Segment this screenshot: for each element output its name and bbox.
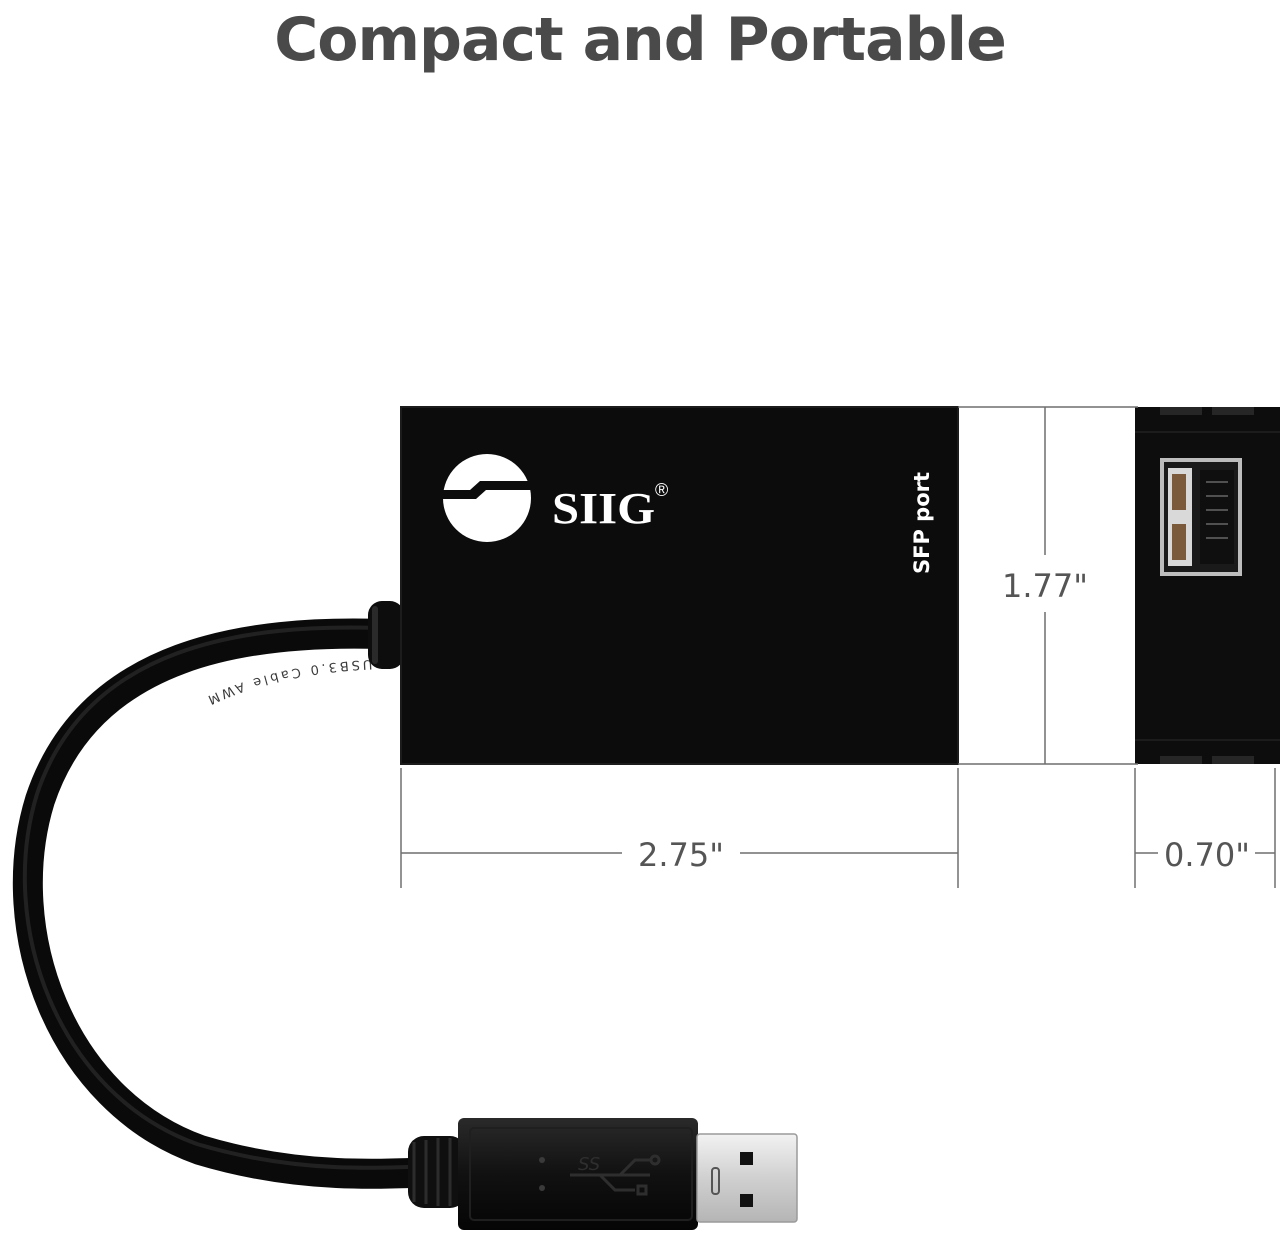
registered-mark: ® <box>655 480 668 500</box>
dimension-depth: 0.70" <box>1164 836 1250 874</box>
sfp-port-label: SFP port <box>910 472 934 574</box>
dimension-height: 1.77" <box>1002 567 1088 605</box>
adapter-side-view <box>1135 407 1280 764</box>
superspeed-usb-icon: SS <box>570 1154 661 1196</box>
strain-relief-plug <box>408 1136 466 1208</box>
cable-print: USB3.0 Cable AWM <box>203 656 370 708</box>
usb-plug: SS <box>458 1118 798 1230</box>
headline: Compact and Portable <box>274 5 1007 75</box>
svg-text:SS: SS <box>578 1154 600 1175</box>
dimension-width: 2.75" <box>638 836 724 874</box>
svg-text:USB3.0 Cable AWM: USB3.0 Cable AWM <box>203 656 373 708</box>
brand-name: SIIG <box>552 484 655 533</box>
siig-logo-icon <box>443 454 531 542</box>
dimension-lines <box>400 406 1276 888</box>
